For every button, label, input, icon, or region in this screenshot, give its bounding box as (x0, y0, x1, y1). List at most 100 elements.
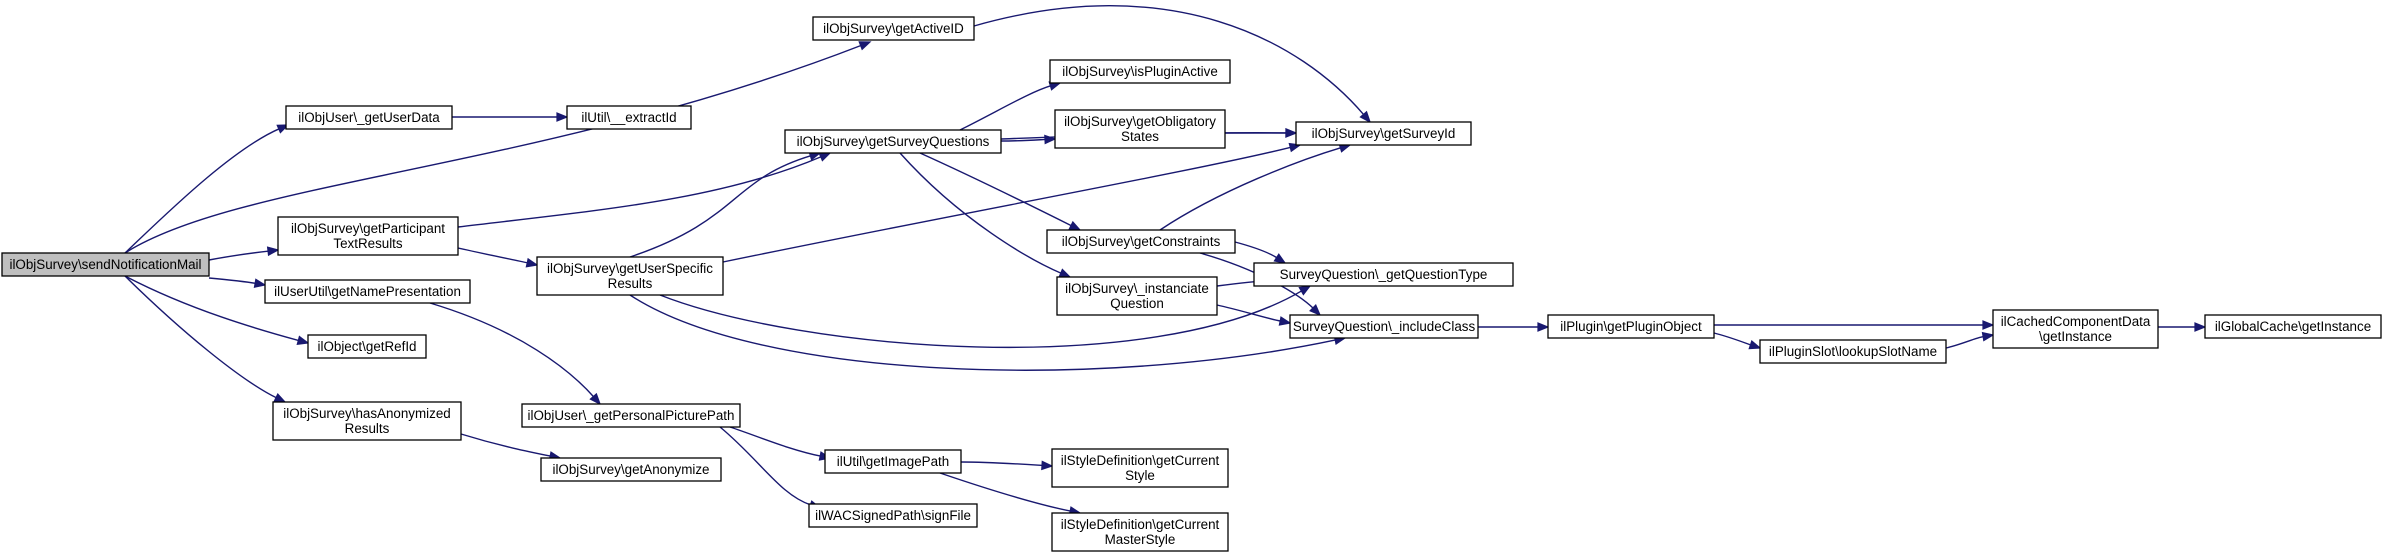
node-label: ilGlobalCache\getInstance (2215, 319, 2371, 334)
edge-line (429, 302, 595, 398)
node-label: ilStyleDefinition\getCurrent (1061, 453, 1220, 468)
call-edge-root-to-getNamePresentation (208, 277, 267, 288)
edge-line (124, 275, 278, 399)
node-isPluginActive[interactable]: ilObjSurvey\isPluginActive (1049, 59, 1231, 84)
arrow-head-icon (273, 392, 287, 403)
node-box (307, 334, 427, 359)
arrow-head-icon (1537, 322, 1550, 332)
edge-line (722, 146, 1292, 263)
node-cachedGetInstance[interactable]: ilCachedComponentData\getInstance (1992, 309, 2159, 349)
node-label: SurveyQuestion\_includeClass (1293, 319, 1476, 334)
edge-line (1000, 138, 1047, 142)
node-label: ilObjSurvey\getObligatory (1064, 114, 1216, 129)
node-label: ilObjSurvey\getParticipant (291, 221, 445, 236)
node-box (812, 16, 975, 41)
node-includeClass[interactable]: SurveyQuestion\_includeClass (1289, 314, 1479, 339)
edge-line (1945, 335, 1985, 349)
node-root[interactable]: ilObjSurvey\sendNotificationMail (1, 252, 210, 277)
arrow-head-icon (276, 124, 290, 134)
edge-line (659, 289, 1303, 349)
edge-line (719, 426, 812, 506)
node-getUserData[interactable]: ilObjUser\_getUserData (285, 105, 453, 130)
call-edge-getPersonalPicturePath-to-getImagePath (729, 426, 832, 461)
node-box (272, 401, 462, 441)
edge-line (1159, 146, 1342, 231)
node-getSurveyQuestions[interactable]: ilObjSurvey\getSurveyQuestions (784, 129, 1002, 154)
node-box (1289, 314, 1479, 339)
arrow-head-icon (253, 278, 267, 288)
node-label: ilObjSurvey\getSurveyQuestions (797, 134, 990, 149)
edge-line (457, 155, 822, 228)
call-edge-getPersonalPicturePath-to-signFile (719, 426, 822, 510)
arrow-head-icon (1981, 331, 1995, 342)
arrow-head-icon (266, 246, 280, 257)
arrow-head-icon (1298, 285, 1312, 296)
call-nodes: ilObjSurvey\sendNotificationMail ilObjUse… (1, 16, 2382, 552)
arrow-head-icon (296, 335, 310, 345)
node-box (264, 279, 471, 304)
call-edge-root-to-getRefId (124, 275, 310, 345)
arrow-head-icon (1285, 128, 1298, 138)
call-edge-getNamePresentation-to-getPersonalPicturePath (429, 302, 602, 406)
node-getRefId[interactable]: ilObject\getRefId (307, 334, 427, 359)
arrow-head-icon (858, 41, 872, 51)
node-getConstraints[interactable]: ilObjSurvey\getConstraints (1046, 229, 1236, 254)
arrow-head-icon (556, 112, 569, 122)
node-label: ilObjSurvey\getUserSpecific (547, 261, 713, 276)
node-getPersonalPicturePath[interactable]: ilObjUser\_getPersonalPicturePath (521, 403, 741, 428)
edge-line (629, 294, 1337, 371)
node-label: Results (608, 276, 653, 291)
node-box (1759, 339, 1947, 364)
edge-line (208, 277, 257, 285)
arrow-head-icon (1273, 253, 1287, 264)
node-getImagePath[interactable]: ilUtil\getImagePath (824, 449, 962, 474)
edge-line (124, 127, 281, 254)
call-edge-getSurveyQuestions-to-getObligatoryStates (1000, 134, 1057, 145)
node-box (540, 457, 722, 482)
node-box (824, 449, 962, 474)
call-edge-getUserData-to-extractId (452, 112, 569, 122)
node-box (277, 216, 459, 256)
node-extractId[interactable]: ilUtil\__extractId (566, 105, 692, 130)
node-label: ilObjSurvey\getActiveID (823, 21, 964, 36)
node-box (2204, 314, 2382, 339)
node-getActiveID[interactable]: ilObjSurvey\getActiveID (812, 16, 975, 41)
node-box (1056, 276, 1218, 316)
edge-line (457, 247, 529, 264)
arrow-head-icon (1982, 320, 1995, 330)
node-signFile[interactable]: ilWACSignedPath\signFile (808, 503, 978, 528)
node-lookupSlotName[interactable]: ilPluginSlot\lookupSlotName (1759, 339, 1947, 364)
node-label: ilObjSurvey\_instanciate (1065, 281, 1209, 296)
node-label: ilObjSurvey\getSurveyId (1312, 126, 1456, 141)
node-box (784, 129, 1002, 154)
call-edge-getObligatoryStates-to-getSurveyId (1225, 128, 1298, 138)
node-label: ilObjSurvey\sendNotificationMail (9, 257, 201, 272)
call-edges (124, 5, 2207, 516)
node-getSurveyId[interactable]: ilObjSurvey\getSurveyId (1295, 121, 1472, 146)
node-label: ilWACSignedPath\signFile (815, 508, 971, 523)
node-label: ilObjSurvey\getConstraints (1062, 234, 1221, 249)
call-edge-includeClass-to-getPluginObject (1478, 322, 1550, 332)
edge-line (1713, 332, 1752, 346)
call-edge-root-to-getParticipantTextResults (208, 246, 280, 261)
node-label: ilObjUser\_getPersonalPicturePath (528, 408, 735, 423)
node-getQuestionType[interactable]: SurveyQuestion\_getQuestionType (1253, 262, 1514, 287)
call-edge-root-to-hasAnonymizedResults (124, 275, 287, 403)
node-getPluginObject[interactable]: ilPlugin\getPluginObject (1547, 314, 1715, 339)
node-getNamePresentation[interactable]: ilUserUtil\getNamePresentation (264, 279, 471, 304)
node-label: ilObjSurvey\isPluginActive (1062, 64, 1218, 79)
node-globalCacheGetInstance[interactable]: ilGlobalCache\getInstance (2204, 314, 2382, 339)
node-getAnonymize[interactable]: ilObjSurvey\getAnonymize (540, 457, 722, 482)
call-edge-cachedGetInstance-to-globalCacheGetInstance (2158, 322, 2207, 332)
arrow-head-icon (1041, 460, 1054, 471)
call-edge-getUserSpecificResults-to-includeClass (629, 294, 1347, 371)
call-edge-instanciateQuestion-to-includeClass (1216, 304, 1292, 326)
edge-line (959, 84, 1052, 131)
